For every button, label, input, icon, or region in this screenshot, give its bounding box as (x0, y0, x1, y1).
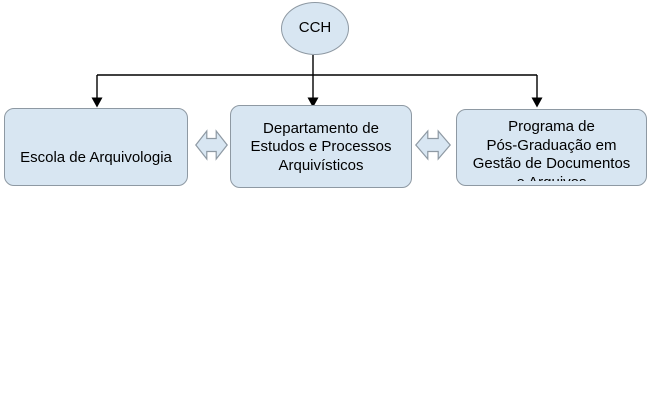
double-arrow-icon-left (195, 129, 228, 161)
arrowhead-left-icon (91, 97, 103, 108)
node-escola-arquivologia: Escola de Arquivologia (4, 108, 188, 186)
node-label-line: Programa de (508, 118, 595, 135)
node-label-line: Departamento de (263, 119, 379, 137)
double-arrow-icon-right (415, 129, 451, 161)
node-label-line: Pós-Graduação em (486, 136, 617, 154)
node-label-clipped-text: Programa de Pós-Graduação em Gestão de D… (457, 118, 646, 181)
arrowhead-right-icon (531, 97, 543, 108)
node-departamento-estudos: Departamento de Estudos e Processos Arqu… (230, 105, 412, 188)
node-label-line: Estudos e Processos (250, 138, 392, 156)
node-label-line: Gestão de Documentos (472, 155, 631, 172)
node-programa-pos-graduacao: Programa de Pós-Graduação em Gestão de D… (456, 109, 647, 186)
node-label-line: Arquivísticos (278, 156, 364, 174)
node-label-line: e Arquivos (457, 174, 646, 182)
node-root: CCH (281, 2, 349, 55)
node-label-line: Escola de Arquivologia (20, 149, 172, 166)
node-root-label: CCH (298, 19, 332, 37)
